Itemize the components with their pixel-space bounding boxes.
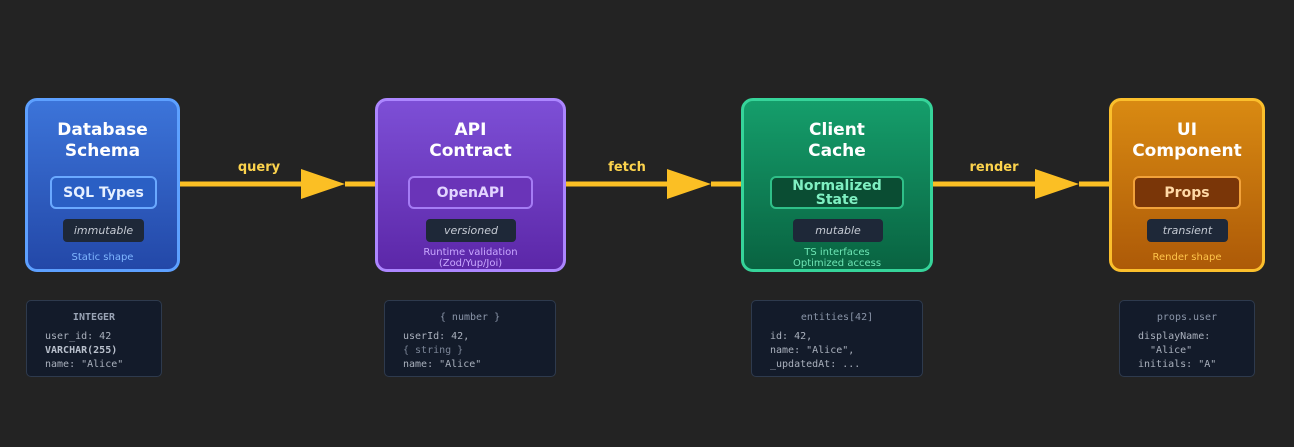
connector-label: fetch [608, 160, 646, 175]
code-sample-header: entities[42] [800, 312, 874, 323]
mutability-tag: versioned [426, 219, 516, 242]
code-sample-body: displayName: "Alice"initials: "A" [1138, 331, 1217, 370]
arrowhead-icon [667, 169, 711, 199]
stage-title: Database Schema [57, 120, 148, 161]
connector-label: render [969, 160, 1019, 175]
code-sample-header: { number } [439, 312, 501, 323]
arrowhead-icon [1035, 169, 1079, 199]
arrowhead-icon [301, 169, 345, 199]
stage-title: UI Component [1132, 120, 1242, 161]
type-badge: SQL Types [50, 176, 157, 209]
stage-note: TS interfaces Optimized access [792, 247, 882, 269]
code-sample-api: { number } userId: 42,{ string }name: "A… [384, 300, 556, 377]
type-badge: Normalized State [770, 176, 904, 209]
code-sample-header: INTEGER [72, 312, 116, 323]
stage-client-cache: Client Cache Normalized State mutable TS… [741, 98, 933, 272]
mutability-tag: immutable [63, 219, 144, 242]
mutability-tag: transient [1147, 219, 1228, 242]
stage-api-contract: API Contract OpenAPI versioned Runtime v… [375, 98, 566, 272]
code-sample-header: props.user [1156, 312, 1218, 323]
code-sample-cache: entities[42] id: 42,name: "Alice",_updat… [751, 300, 923, 377]
connector-label: query [238, 160, 281, 175]
code-sample-ui: props.user displayName: "Alice"initials:… [1119, 300, 1255, 377]
stage-note: Runtime validation (Zod/Yup/Joi) [423, 247, 518, 269]
stage-note: Static shape [71, 252, 134, 263]
stage-title: Client Cache [808, 120, 866, 161]
connector-render: render [933, 160, 1109, 199]
connector-query: query [180, 160, 375, 199]
stage-ui-component: UI Component Props transient Render shap… [1109, 98, 1265, 272]
stage-database-schema: Database Schema SQL Types immutable Stat… [25, 98, 180, 272]
stage-note: Render shape [1152, 252, 1222, 263]
type-badge: Props [1133, 176, 1241, 209]
code-sample-body: id: 42,name: "Alice",_updatedAt: ... [770, 331, 861, 370]
mutability-tag: mutable [793, 219, 883, 242]
stage-title: API Contract [429, 120, 512, 161]
connector-fetch: fetch [566, 160, 741, 199]
code-sample-body: userId: 42,{ string }name: "Alice" [403, 331, 482, 370]
type-badge: OpenAPI [408, 176, 533, 209]
